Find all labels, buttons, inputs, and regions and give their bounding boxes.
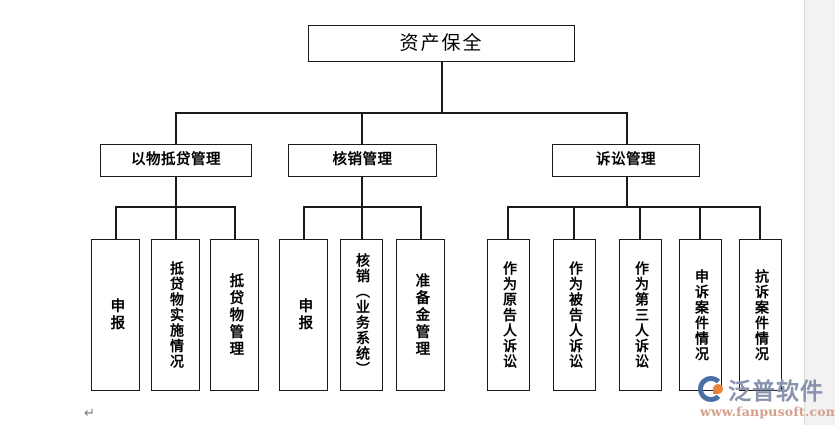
node-leaf-b2-c1-label: 申报 xyxy=(296,298,313,332)
connector-drop-b1-c1 xyxy=(115,206,117,240)
connector-drop-b2-c1 xyxy=(303,206,305,240)
node-leaf-b3-c5-label: 抗诉案件情况 xyxy=(753,268,770,362)
node-branch-2-label: 核销管理 xyxy=(332,151,393,168)
node-leaf-b2-reserve-fund-management[interactable]: 准备金管理 xyxy=(396,239,445,391)
node-leaf-b3-defendant-litigation[interactable]: 作为被告人诉讼 xyxy=(553,239,596,391)
node-leaf-b3-protest-case-status[interactable]: 抗诉案件情况 xyxy=(739,239,782,391)
node-leaf-b1-application[interactable]: 申报 xyxy=(91,239,140,391)
connector-drop-b3-c1 xyxy=(507,206,509,240)
node-root-asset-preservation[interactable]: 资产保全 xyxy=(308,25,575,62)
connector-drop-b3-c3 xyxy=(639,206,641,240)
connector-drop-b3-c5 xyxy=(759,206,761,240)
connector-stem-branch-1 xyxy=(175,177,177,207)
connector-drop-b1-c2 xyxy=(175,206,177,240)
node-branch-writeoff-management[interactable]: 核销管理 xyxy=(288,144,437,177)
connector-stem-branch-2 xyxy=(361,177,363,207)
node-branch-3-label: 诉讼管理 xyxy=(596,151,656,168)
node-leaf-b3-c3-label: 作为第三人诉讼 xyxy=(633,260,650,370)
connector-drop-b1-c3 xyxy=(234,206,236,240)
node-leaf-b1-c3-label: 抵贷物管理 xyxy=(227,272,244,358)
node-root-label: 资产保全 xyxy=(399,32,484,55)
node-leaf-b1-c2-label: 抵贷物实施情况 xyxy=(168,260,185,370)
node-leaf-b2-c3-label: 准备金管理 xyxy=(413,272,430,358)
node-leaf-b3-c1-label: 作为原告人诉讼 xyxy=(501,260,518,370)
node-branch-collateral-loan-management[interactable]: 以物抵贷管理 xyxy=(100,144,252,177)
node-leaf-b2-application[interactable]: 申报 xyxy=(279,239,328,391)
connector-drop-b3-c2 xyxy=(573,206,575,240)
node-leaf-b2-c2-label: 核销（业务系统） xyxy=(354,253,371,377)
connector-drop-b2-c2 xyxy=(361,206,363,240)
node-leaf-b1-collateral-management[interactable]: 抵贷物管理 xyxy=(210,239,259,391)
node-leaf-b3-third-party-litigation[interactable]: 作为第三人诉讼 xyxy=(619,239,662,391)
node-leaf-b3-appeal-case-status[interactable]: 申诉案件情况 xyxy=(679,239,722,391)
node-leaf-b1-c1-label: 申报 xyxy=(108,298,125,332)
node-leaf-b3-plaintiff-litigation[interactable]: 作为原告人诉讼 xyxy=(487,239,530,391)
connector-bus-branch-3 xyxy=(507,206,760,208)
page-margin-strip xyxy=(804,0,835,425)
node-leaf-b2-writeoff-business-system[interactable]: 核销（业务系统） xyxy=(340,239,383,391)
connector-root-stem xyxy=(441,62,443,113)
node-leaf-b3-c4-label: 申诉案件情况 xyxy=(693,268,710,362)
node-leaf-b3-c2-label: 作为被告人诉讼 xyxy=(567,260,584,370)
connector-drop-b3-c4 xyxy=(699,206,701,240)
node-leaf-b1-collateral-implementation-status[interactable]: 抵贷物实施情况 xyxy=(151,239,200,391)
connector-drop-branch-3 xyxy=(626,112,628,145)
connector-drop-b2-c3 xyxy=(420,206,422,240)
paragraph-mark: ↵ xyxy=(84,406,95,421)
node-branch-1-label: 以物抵贷管理 xyxy=(131,151,221,168)
connector-drop-branch-1 xyxy=(175,112,177,145)
connector-stem-branch-3 xyxy=(626,177,628,207)
connector-drop-branch-2 xyxy=(361,112,363,145)
node-branch-litigation-management[interactable]: 诉讼管理 xyxy=(552,144,700,177)
connector-level2-bus xyxy=(175,112,627,114)
